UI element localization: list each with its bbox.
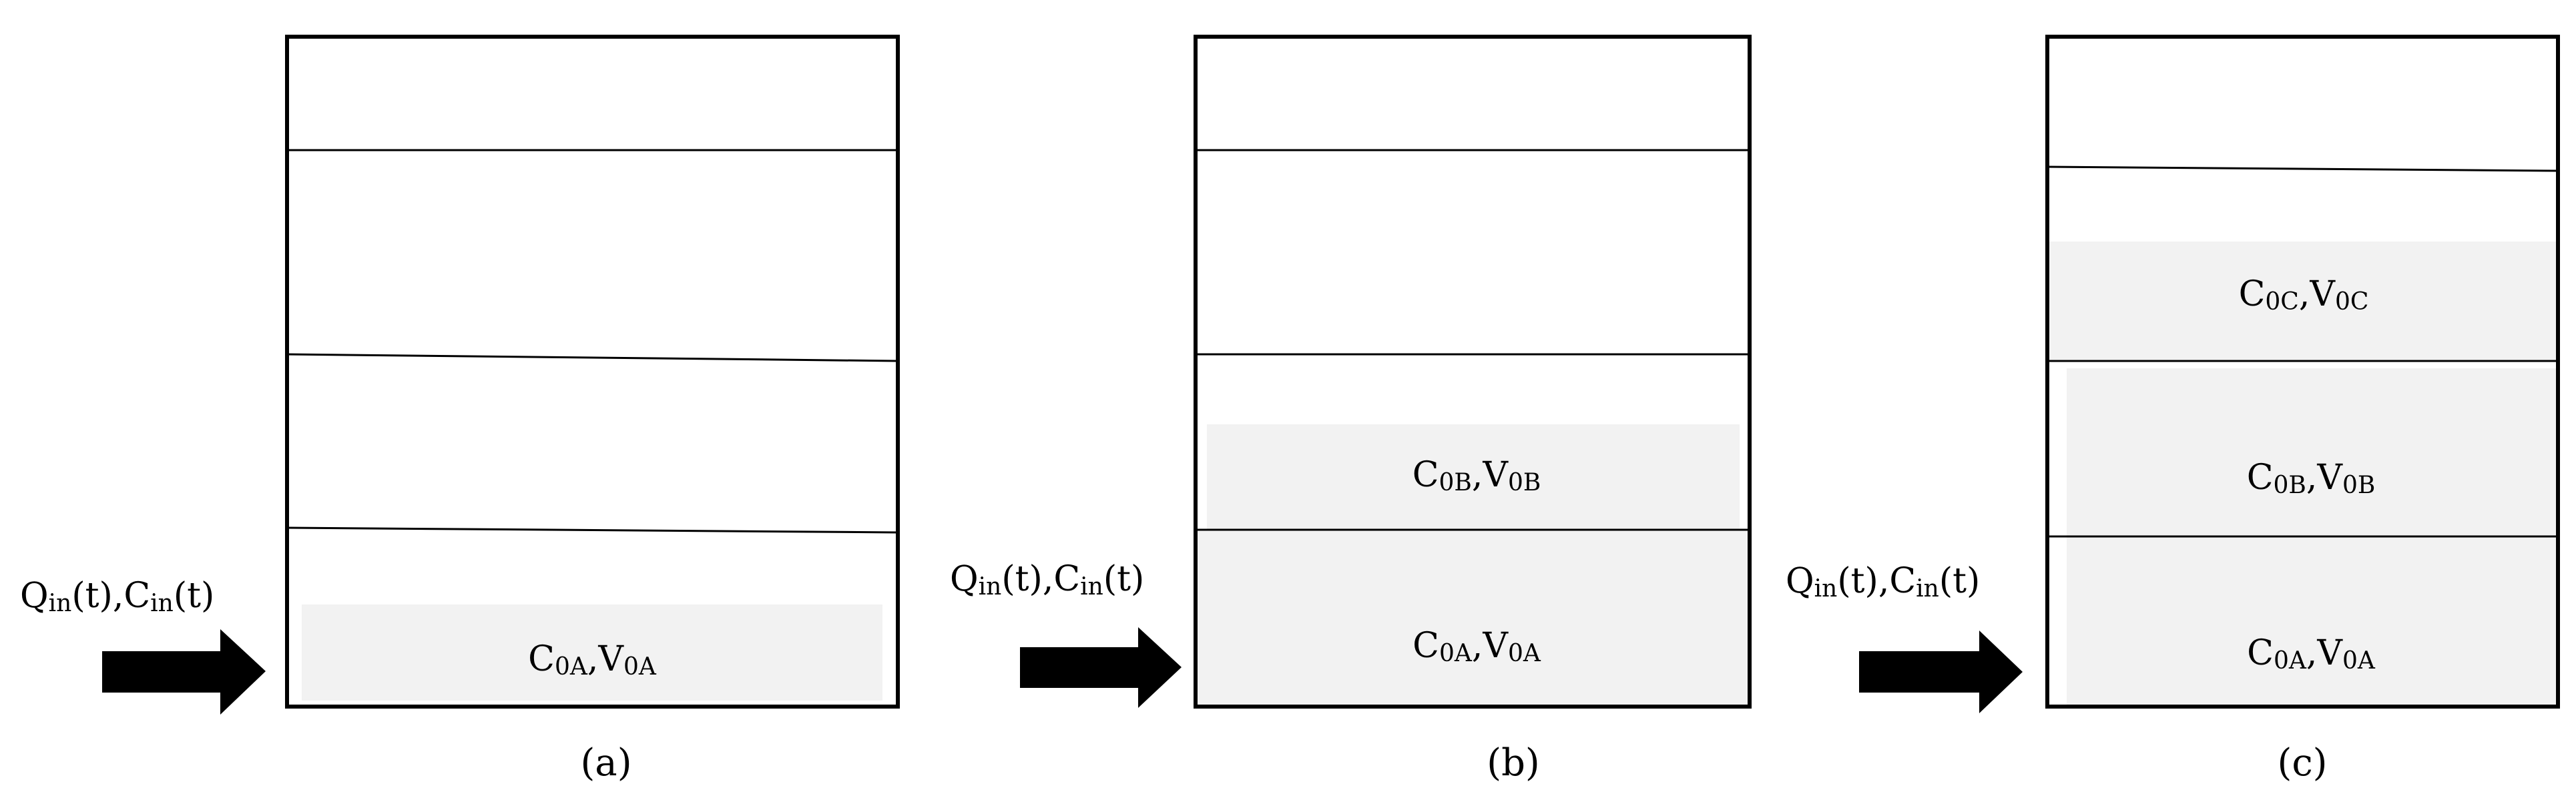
- tank-c-outline: [2045, 35, 2560, 709]
- inflow-arrow-c: [1859, 631, 2023, 713]
- inflow-label-a: Qin(t),Cin(t): [20, 576, 214, 617]
- tank-c-liquid-layer-0c: [2049, 242, 2556, 360]
- inflow-arrow-b: [1020, 627, 1182, 708]
- tank-b-liquid-layer-0a: [1196, 530, 1749, 705]
- layer-label-b-0b: C0B,V0B: [1412, 455, 1541, 496]
- tank-a-liquid-layer-0a: [302, 604, 882, 701]
- panel-caption-b: (b): [1487, 741, 1540, 785]
- tank-a-outline: [285, 35, 900, 709]
- panel-b: C0B,V0B C0A,V0A Qin(t),Cin(t) (b): [950, 35, 1752, 785]
- tank-b-liquid-layer-0b: [1207, 424, 1740, 530]
- inflow-label-b: Qin(t),Cin(t): [950, 559, 1144, 600]
- tank-a-divider-2: [286, 353, 898, 362]
- inflow-arrow-a: [102, 629, 266, 715]
- tank-c-divider-1: [2047, 165, 2559, 172]
- panel-caption-c: (c): [2277, 741, 2327, 785]
- layer-label-b-0a: C0A,V0A: [1412, 626, 1541, 667]
- layer-label-c-0c: C0C,V0C: [2239, 274, 2369, 316]
- tank-b-outline: [1194, 35, 1752, 709]
- tank-a-divider-3: [286, 526, 898, 534]
- layer-label-c-0b: C0B,V0B: [2247, 458, 2376, 499]
- layer-label-a-0a: C0A,V0A: [528, 639, 657, 681]
- tank-c-liquid-layer-0a: [2067, 536, 2556, 705]
- panel-caption-a: (a): [580, 741, 631, 785]
- layer-label-c-0a: C0A,V0A: [2247, 633, 2376, 675]
- panel-a: C0A,V0A Qin(t),Cin(t) (a): [20, 35, 900, 785]
- panel-c: C0C,V0C C0B,V0B C0A,V0A Qin(t),Cin(t) (c…: [1786, 35, 2560, 785]
- tank-c-liquid-layer-0b: [2067, 368, 2556, 536]
- inflow-label-c: Qin(t),Cin(t): [1786, 561, 1980, 602]
